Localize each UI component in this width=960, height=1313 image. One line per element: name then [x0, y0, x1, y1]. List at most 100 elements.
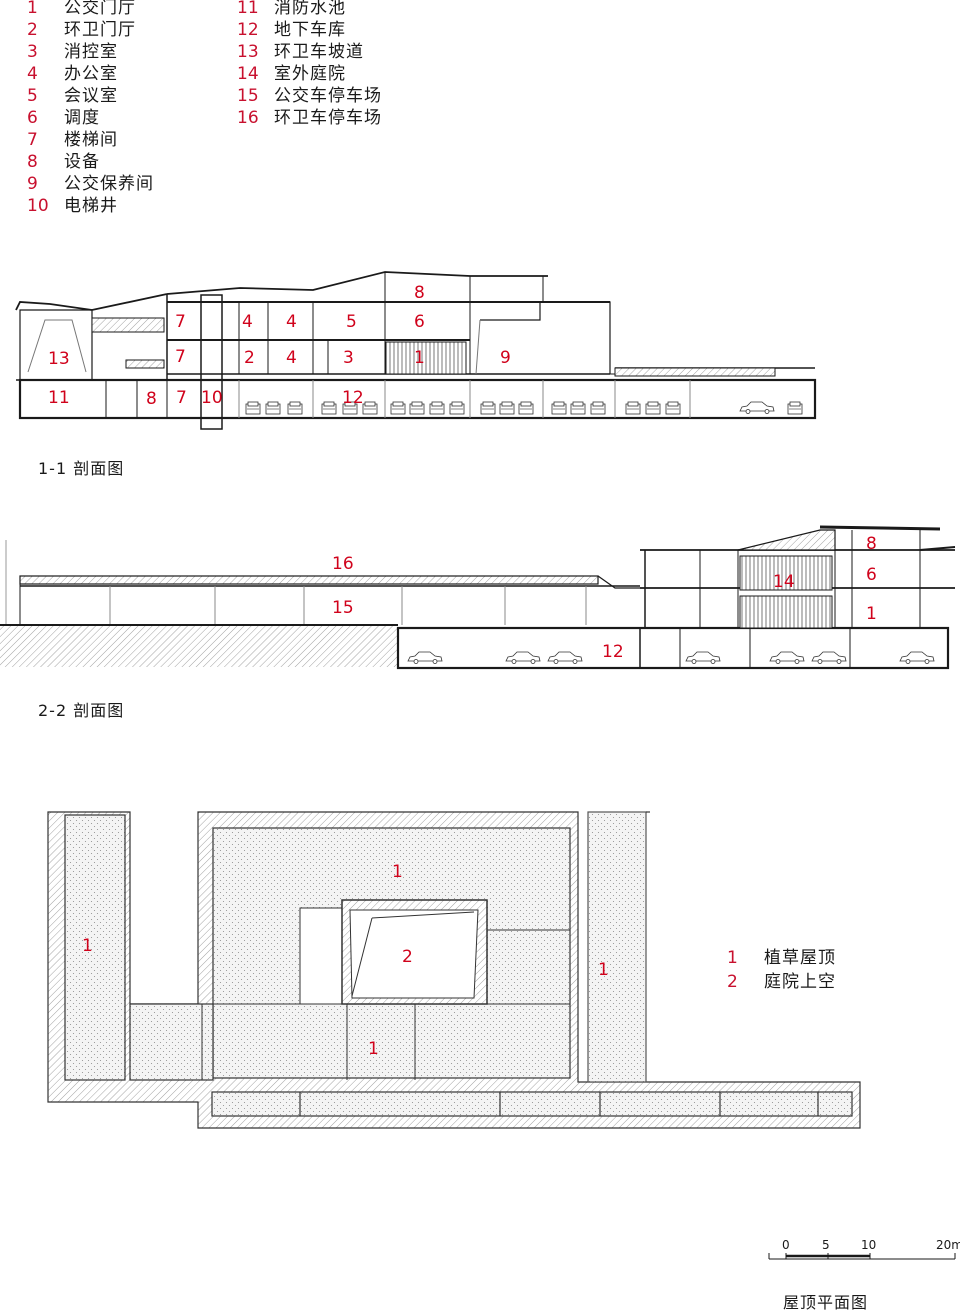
roof-plan-caption: 屋顶平面图: [783, 1293, 869, 1312]
room-label: 15: [332, 598, 354, 618]
room-label: 13: [48, 349, 70, 369]
legend-label: 设备: [64, 152, 100, 172]
section-1-1: [15, 271, 817, 430]
scale-tick: 5: [822, 1238, 830, 1252]
legend-num: 4: [27, 64, 38, 84]
legend-label: 公交保养间: [64, 174, 154, 194]
legend-row: 4 办公室: [27, 63, 154, 85]
room-label: 4: [242, 312, 253, 332]
legend-num: 8: [27, 152, 38, 172]
roof-label: 2: [402, 947, 413, 967]
legend-label: 消控室: [64, 42, 118, 62]
legend-row: 6 调度: [27, 107, 154, 129]
legend-num: 1: [27, 0, 38, 18]
legend-row: 5 会议室: [27, 85, 154, 107]
roof-plan-labels: 1 1 2 1 1: [82, 862, 609, 1059]
legend-label: 会议室: [64, 86, 118, 106]
room-label: 4: [286, 312, 297, 332]
legend-row: 1 公交门厅: [27, 0, 154, 19]
section-2-2-labels: 16 15 12 8 14 6 1: [332, 534, 877, 662]
room-label: 5: [346, 312, 357, 332]
section-1-caption: 1-1 剖面图: [38, 459, 125, 478]
scale-tick: 10: [861, 1238, 876, 1252]
legend-label: 室外庭院: [274, 64, 346, 84]
legend-num: 14: [237, 64, 259, 84]
room-label: 11: [48, 388, 70, 408]
legend-label: 植草屋顶: [764, 948, 836, 968]
legend-row: 8 设备: [27, 151, 154, 173]
room-label: 1: [866, 604, 877, 624]
legend-label: 楼梯间: [64, 130, 118, 150]
legend-label: 电梯井: [64, 196, 118, 216]
legend-label: 办公室: [64, 64, 118, 84]
legend-label: 调度: [64, 108, 100, 128]
legend-num: 5: [27, 86, 38, 106]
scale-bar: [768, 1253, 956, 1260]
scale-tick: 20m: [936, 1238, 960, 1252]
legend-row: 9 公交保养间: [27, 173, 154, 195]
room-label: 12: [342, 388, 364, 408]
room-label: 10: [201, 388, 223, 408]
room-label: 14: [773, 572, 795, 592]
legend-num: 3: [27, 42, 38, 62]
room-label: 1: [414, 348, 425, 368]
scale-ticks: 0 5 10 20m: [782, 1238, 960, 1252]
room-label: 8: [414, 283, 425, 303]
legend-num: 2: [727, 972, 738, 992]
room-label: 6: [866, 565, 877, 585]
roof-plan: [47, 811, 861, 1129]
scale-tick: 0: [782, 1238, 790, 1252]
roof-label: 1: [598, 960, 609, 980]
room-label: 3: [343, 348, 354, 368]
room-label: 8: [146, 389, 157, 409]
legend-num: 15: [237, 86, 259, 106]
room-label: 4: [286, 348, 297, 368]
room-label: 8: [866, 534, 877, 554]
room-label: 7: [175, 347, 186, 367]
legend-row: 2 环卫门厅: [27, 19, 154, 41]
room-label: 7: [175, 312, 186, 332]
legend-row: 2 庭院上空: [727, 970, 836, 994]
roof-label: 1: [368, 1039, 379, 1059]
legend-row: 10 电梯井: [27, 195, 154, 217]
room-label: 12: [602, 642, 624, 662]
legend-label: 庭院上空: [764, 972, 836, 992]
legend-row: 15 公交车停车场: [237, 85, 382, 107]
legend-row: 14 室外庭院: [237, 63, 382, 85]
legend-num: 11: [237, 0, 259, 18]
room-label: 6: [414, 312, 425, 332]
legend-label: 环卫门厅: [64, 20, 136, 40]
legend-row: 1 植草屋顶: [727, 946, 836, 970]
legend-row: 7 楼梯间: [27, 129, 154, 151]
legend-num: 10: [27, 196, 49, 216]
section-2-2: [0, 525, 956, 670]
room-label: 2: [244, 348, 255, 368]
roof-label: 1: [82, 936, 93, 956]
legend-num: 6: [27, 108, 38, 128]
legend-row: 11 消防水池: [237, 0, 382, 19]
legend-row: 3 消控室: [27, 41, 154, 63]
legend-label: 环卫车停车场: [274, 108, 382, 128]
legend-num: 2: [27, 20, 38, 40]
roof-legend: 1 植草屋顶 2 庭院上空: [727, 946, 836, 994]
legend-num: 1: [727, 948, 738, 968]
room-label: 7: [176, 388, 187, 408]
room-label: 9: [500, 348, 511, 368]
legend-num: 12: [237, 20, 259, 40]
legend-num: 7: [27, 130, 38, 150]
legend-label: 公交车停车场: [274, 86, 382, 106]
legend-num: 9: [27, 174, 38, 194]
legend-row: 12 地下车库: [237, 19, 382, 41]
legend-label: 消防水池: [274, 0, 346, 18]
legend-label: 地下车库: [274, 20, 346, 40]
legend-row: 16 环卫车停车场: [237, 107, 382, 129]
legend-label: 公交门厅: [64, 0, 136, 18]
section-2-caption: 2-2 剖面图: [38, 701, 125, 720]
legend-num: 16: [237, 108, 259, 128]
legend-num: 13: [237, 42, 259, 62]
room-label: 16: [332, 554, 354, 574]
